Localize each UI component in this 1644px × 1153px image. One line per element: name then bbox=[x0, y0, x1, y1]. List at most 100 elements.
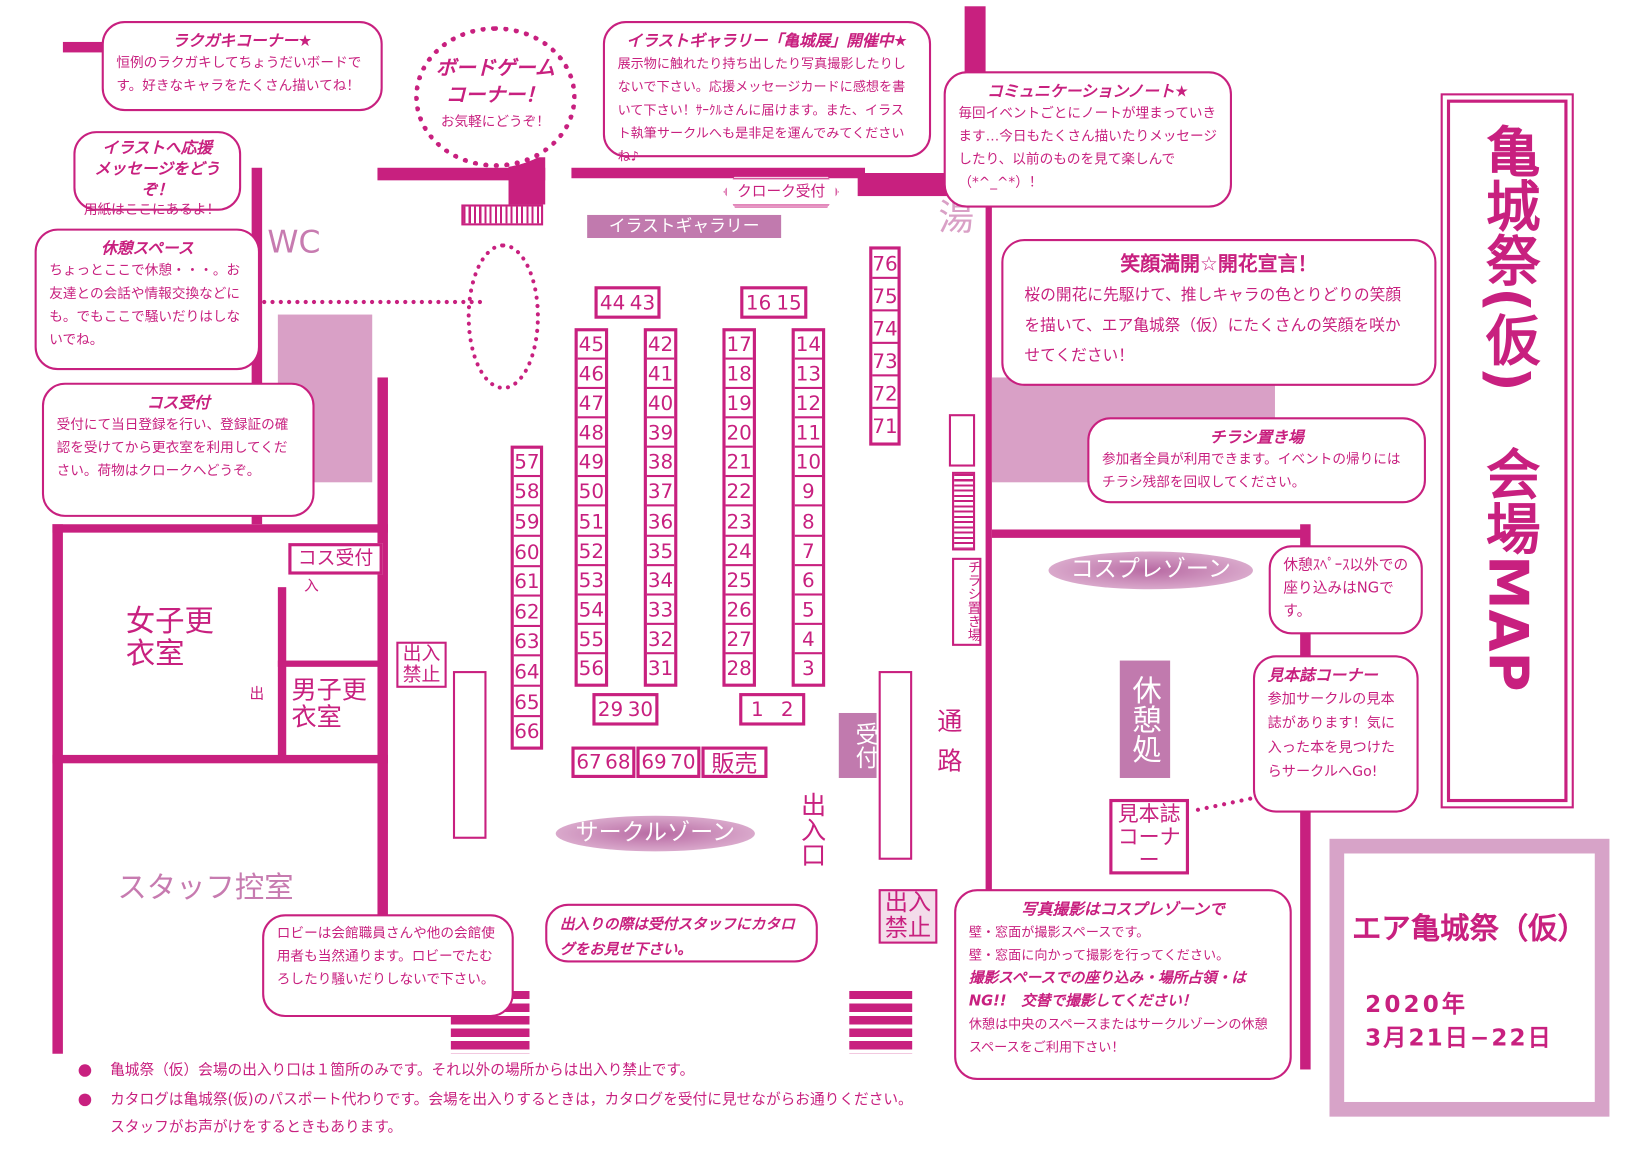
cos-reception-bubble: コス受付受付にて当日登録を行い、登録証の確認を受けてから更衣室を利用してください… bbox=[41, 382, 315, 517]
cos-reception-box[interactable]: コス受付 bbox=[288, 543, 383, 575]
bubble-body: ロビーは会館職員さんや他の会館使用者も当然通ります。ロビーでたむろしたり騒いだり… bbox=[276, 925, 495, 988]
bullet-icon bbox=[78, 1093, 92, 1107]
bubble-body: 展示物に触れたり持ち出したり写真撮影したりしないで下さい。応援メッセージカードに… bbox=[617, 55, 906, 164]
illust-gallery-bubble: イラストギャラリー「亀城展」開催中★ 展示物に触れたり持ち出したり写真撮影したりし… bbox=[602, 20, 932, 164]
flyer-label: チラシ置き場 bbox=[952, 557, 982, 646]
sales-booth[interactable]: 販売 bbox=[701, 746, 768, 778]
stamp-year: 2020年 bbox=[1365, 991, 1469, 1019]
bullet-icon bbox=[78, 1064, 92, 1077]
wall bbox=[991, 529, 1307, 538]
bubble-title: 写真撮影はコスプレゾーンで bbox=[1021, 899, 1225, 919]
bubble-body: 恒例のラクガキしてちょうだいボードです。好きなキャラをたくさん描いてね！ bbox=[116, 55, 362, 95]
sample-book-bubble: 見本誌コーナー参加サークルの見本誌があります！気に入った本を見つけたらサークルへ… bbox=[1252, 655, 1419, 813]
bubble-title: ボードゲーム bbox=[435, 56, 555, 80]
wall bbox=[277, 587, 287, 761]
staff-room: スタッフ控室 bbox=[117, 870, 294, 905]
men-changing-room: 男子更衣室 bbox=[291, 675, 367, 733]
footer-note-text: スタッフがお声がけをするときもあります。 bbox=[110, 1118, 403, 1136]
map-title-box: 亀城祭(仮) 会場MAP bbox=[1440, 93, 1574, 809]
flyer-area-bubble: チラシ置き場参加者全員が利用できます。イベントの帰りにはチラシ残部を回収してくだ… bbox=[1087, 417, 1426, 504]
bubble-body: 参加サークルの見本誌があります！気に入った本を見つけたらサークルへGo! bbox=[1267, 690, 1396, 781]
bubble-title: イラストギャラリー「亀城展」開催中★ bbox=[626, 31, 908, 51]
dotted-arrow bbox=[262, 299, 483, 305]
wall bbox=[985, 193, 992, 1075]
exit-mark: 出 bbox=[249, 685, 265, 703]
wall bbox=[571, 167, 866, 179]
bubble-body: 用紙はここにあるよ！ bbox=[83, 202, 221, 219]
rest-space-area bbox=[466, 243, 540, 391]
reception-table bbox=[878, 671, 913, 860]
smile-declaration-bubble: 笑顔満開☆開花宣言！ 桜の開花に先駆けて、推しキャラの色とりどりの笑顔を描いて、エ… bbox=[1001, 239, 1437, 386]
reception-label[interactable]: 受付 bbox=[838, 712, 878, 778]
dotted-arrow bbox=[1195, 796, 1253, 813]
bubble-body: 壁・窓面が撮影スペースです。 bbox=[968, 923, 1150, 940]
wall bbox=[52, 754, 388, 764]
no-sitting-bubble: 休憩ｽﾍﾟｰｽ以外での座り込みはNGです。 bbox=[1268, 545, 1423, 635]
rest-area-label: 休憩処 bbox=[1119, 660, 1171, 778]
wall bbox=[377, 167, 546, 181]
flyer-table bbox=[952, 471, 976, 551]
bubble-body: 壁・窓面に向かって撮影を行ってください。 bbox=[968, 946, 1230, 963]
bubble-body: 桜の開花に先駆けて、推しキャラの色とりどりの笑顔を描いて、エア亀城祭（仮）にたく… bbox=[1024, 285, 1402, 365]
bubble-title: ラクガキコーナー★ bbox=[172, 31, 313, 51]
footer-note: カタログは亀城祭(仮)のパスポート代わりです。会場を出入りするときは，カタログを… bbox=[78, 1086, 913, 1113]
lobby-bubble: ロビーは会館職員さんや他の会館使用者も当然通ります。ロビーでたむろしたり騒いだり… bbox=[262, 914, 514, 1018]
bubble-warning: 撮影スペースでの座り込み・場所占領・はNG!! 交替で撮影してください！ bbox=[968, 969, 1246, 1010]
circle-zone-label: サークルゾーン bbox=[555, 815, 755, 852]
communication-note-bubble: コミュニケーションノート★ 毎回イベントごとにノートが埋まっていきます…今日もたく… bbox=[943, 71, 1232, 208]
entrance-bubble: 出入りの際は受付スタッフにカタログをお見せ下さい。 bbox=[545, 903, 818, 963]
bubble-body: ちょっとここで休憩・・・。お友達との会話や情報交換などにも。でもここで騒いだりは… bbox=[49, 263, 241, 349]
bubble-title: コミュニケーションノート★ bbox=[986, 81, 1189, 101]
message-paper-table bbox=[461, 204, 544, 226]
stamp-event-name: エア亀城祭（仮） bbox=[1352, 911, 1587, 946]
support-message-bubble: イラストへ応援メッセージをどうぞ！ 用紙はここにあるよ！ bbox=[73, 131, 242, 218]
footer-note: 亀城祭（仮）会場の出入り口は１箇所のみです。それ以外の場所からは出入り禁止です。 bbox=[78, 1057, 695, 1084]
bubble-body: 受付にて当日登録を行い、登録証の確認を受けてから更衣室を利用してください。荷物は… bbox=[56, 417, 289, 480]
passage-label: 通路 bbox=[932, 707, 962, 788]
sample-book-corner-box[interactable]: 見本誌コーナー bbox=[1109, 798, 1189, 875]
footer-note: スタッフがお声がけをするときもあります。 bbox=[110, 1114, 402, 1141]
bubble-title: イラストへ応援 bbox=[102, 138, 213, 158]
bubble-body: 休憩は中央のスペースまたはサークルゾーンの休憩スペースをご利用下さい！ bbox=[968, 1015, 1268, 1055]
wall bbox=[277, 660, 383, 667]
no-entry-label: 出入禁止 bbox=[396, 641, 447, 688]
partition bbox=[452, 671, 487, 839]
bubble-title: チラシ置き場 bbox=[1209, 427, 1304, 447]
entrance-label: 出入口 bbox=[796, 791, 826, 868]
cloak-reception[interactable]: クローク受付 bbox=[723, 176, 839, 208]
bubble-title: 休憩スペース bbox=[101, 239, 194, 258]
bubble-body: 出入りの際は受付スタッフにカタログをお見せ下さい。 bbox=[559, 916, 795, 959]
stairs bbox=[849, 990, 913, 1054]
footer-note-text: カタログは亀城祭(仮)のパスポート代わりです。会場を出入りするときは，カタログを… bbox=[110, 1091, 913, 1109]
rest-space-bubble: 休憩スペースちょっとここで休憩・・・。お友達との会話や情報交換などにも。でもここ… bbox=[34, 228, 261, 371]
bubble-body: 参加者全員が利用できます。イベントの帰りにはチラシ残部を回収してください。 bbox=[1101, 451, 1401, 491]
bubble-title: メッセージをどうぞ！ bbox=[94, 159, 221, 200]
no-entry-label: 出入禁止 bbox=[878, 889, 938, 945]
bubble-body: 毎回イベントごとにノートが埋まっていきます…今日もたくさん描いたりメッセージした… bbox=[958, 105, 1218, 191]
footer-note-text: 亀城祭（仮）会場の出入り口は１箇所のみです。それ以外の場所からは出入り禁止です。 bbox=[110, 1062, 695, 1079]
bubble-body: 休憩ｽﾍﾟｰｽ以外での座り込みはNGです。 bbox=[1283, 556, 1409, 620]
wall bbox=[52, 524, 63, 1054]
bubble-body: お気軽にどうぞ！ bbox=[440, 114, 550, 131]
event-stamp: エア亀城祭（仮） 2020年 3月21日−22日 bbox=[1329, 838, 1610, 1117]
stamp-dates: 3月21日−22日 bbox=[1365, 1025, 1553, 1052]
graffiti-corner-bubble: ラクガキコーナー★ 恒例のラクガキしてちょうだいボードです。好きなキャラをたくさん… bbox=[101, 20, 383, 112]
map-title: 亀城祭(仮) 会場MAP bbox=[1476, 123, 1539, 692]
bubble-title: 笑顔満開☆開花宣言！ bbox=[1120, 252, 1318, 276]
photo-rules-bubble: 写真撮影はコスプレゾーンで壁・窓面が撮影スペースです。壁・窓面に向かって撮影を行… bbox=[954, 889, 1292, 1080]
communication-note-table bbox=[948, 414, 976, 467]
bubble-title: コーナー！ bbox=[445, 83, 546, 107]
